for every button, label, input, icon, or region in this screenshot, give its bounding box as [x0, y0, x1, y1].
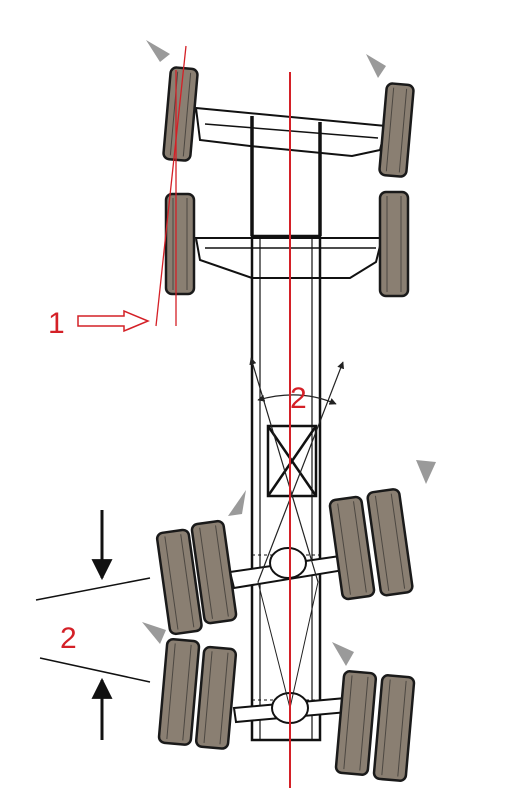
tire-rear2-right-outer — [372, 674, 416, 782]
pointer-front-right-1 — [366, 54, 386, 78]
toe-reference-line-angled — [155, 45, 187, 327]
spacing-line-upper — [35, 577, 151, 601]
rear-axle-1 — [228, 547, 346, 590]
rear-axle-1-differential — [269, 547, 307, 579]
tire-rear2-left-outer — [157, 637, 201, 746]
tire-rear1-left-inner — [190, 519, 238, 625]
wheel-pointers — [142, 40, 436, 666]
tire-front-right-1 — [378, 82, 415, 178]
callout-1-arrow — [77, 309, 150, 333]
tire-rear2-right-inner — [334, 670, 378, 776]
tire-front-right-2 — [378, 190, 410, 298]
pointer-rear1-right — [416, 460, 436, 484]
thrust-line-lower-left — [289, 581, 319, 709]
callout-label-2-angle: 2 — [290, 382, 307, 415]
tire-rear1-left-outer — [155, 528, 203, 636]
spacing-line-lower — [39, 657, 151, 683]
axle-spacing-reference — [35, 510, 151, 740]
pointer-rear1-left — [228, 490, 246, 516]
chassis-frame — [250, 116, 322, 742]
pointer-front-left-1 — [146, 40, 170, 62]
pointer-rear2-right — [332, 642, 354, 666]
callout-label-1: 1 — [48, 307, 65, 340]
hollow-arrow — [77, 309, 150, 333]
front-axle-1-centerline — [204, 123, 379, 139]
thrust-line-lower-right — [257, 581, 291, 709]
red-reference-lines — [155, 45, 291, 788]
tire-rear1-right-outer — [366, 488, 414, 597]
crossmember-x-2 — [266, 425, 318, 497]
thrust-lines — [249, 357, 345, 709]
tire-rear1-right-inner — [328, 495, 376, 601]
tire-front-left-2 — [164, 192, 196, 296]
frame-main-body — [250, 234, 322, 742]
thrust-angle-arc — [257, 394, 337, 405]
pointer-rear2-left — [142, 622, 166, 644]
tires — [155, 66, 416, 782]
tire-front-left-1 — [162, 66, 199, 162]
callout-label-2-spacing: 2 — [60, 622, 77, 655]
tire-rear2-left-inner — [194, 645, 238, 750]
